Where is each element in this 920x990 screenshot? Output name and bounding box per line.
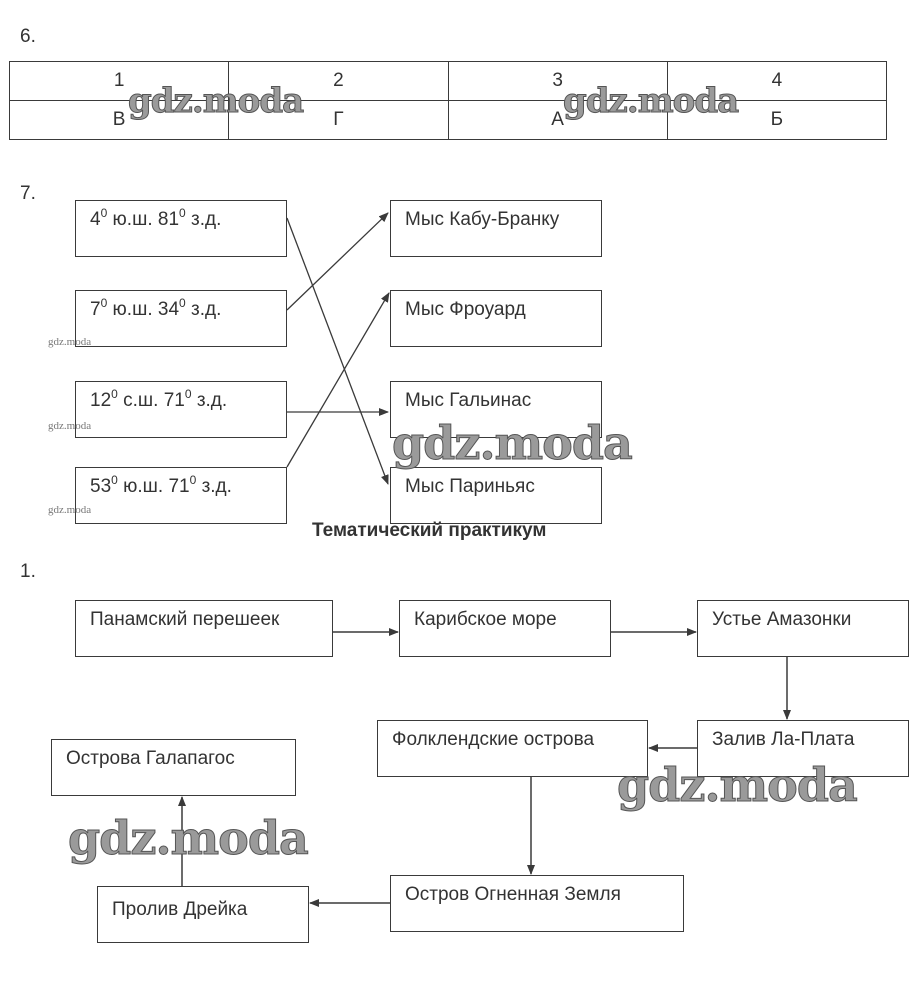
longitude-value: 81: [157, 209, 180, 230]
latitude-value: 12: [90, 390, 112, 411]
table-cell: В: [8, 100, 230, 140]
task1-label: 1.: [20, 561, 36, 582]
cape-box: Мыс Кабу-Бранку: [390, 200, 602, 257]
degree-mark: 0: [111, 387, 118, 401]
table-row: В Г А Б: [8, 100, 888, 140]
longitude-value: 71: [163, 390, 185, 411]
coordinate-box: 40 ю.ш. 810 з.д.: [75, 200, 287, 257]
cape-box: Мыс Гальинас: [390, 381, 602, 438]
latitude-hemisphere: ю.ш.: [112, 299, 153, 320]
route-step-box: Фолклендские острова: [377, 720, 648, 777]
latitude-value: 7: [90, 299, 101, 320]
degree-mark: 0: [179, 296, 186, 310]
task6-label: 6.: [20, 26, 36, 47]
route-step-box: Карибское море: [399, 600, 611, 657]
longitude-hemisphere: з.д.: [191, 299, 222, 320]
table-header-cell: 2: [228, 61, 449, 101]
longitude-value: 34: [157, 299, 180, 320]
task7-label: 7.: [20, 183, 36, 204]
table-header-cell: 1: [8, 61, 230, 101]
cape-box: Мыс Фроуард: [390, 290, 602, 347]
coordinate-box: 530 ю.ш. 710 з.д.: [75, 467, 287, 524]
latitude-hemisphere: ю.ш.: [112, 209, 153, 230]
watermark-small: gdz.moda: [48, 336, 92, 348]
section-title: Тематический практикум: [312, 520, 547, 541]
latitude-hemisphere: ю.ш.: [123, 476, 164, 497]
latitude-value: 4: [90, 209, 101, 230]
route-step-box: Пролив Дрейка: [97, 886, 309, 943]
longitude-hemisphere: з.д.: [201, 476, 232, 497]
table-cell: А: [447, 100, 668, 140]
degree-mark: 0: [111, 473, 118, 487]
degree-mark: 0: [179, 206, 186, 220]
table-cell: Г: [228, 100, 449, 140]
table-header-row: 1 2 3 4: [8, 61, 888, 101]
match-line-4: [286, 292, 390, 468]
coordinate-box: 70 ю.ш. 340 з.д.: [75, 290, 287, 347]
degree-mark: 0: [189, 473, 197, 487]
table-header-cell: 3: [447, 61, 668, 101]
coordinate-box: 120 с.ш. 710 з.д.: [75, 381, 287, 438]
task6-answer-table: 1 2 3 4 В Г А Б: [8, 61, 888, 140]
table-cell: Б: [666, 100, 888, 140]
route-step-box: Остров Огненная Земля: [390, 875, 684, 932]
watermark-small: gdz.moda: [48, 420, 92, 432]
match-line-2: [286, 212, 389, 311]
match-line-1: [286, 217, 389, 485]
route-step-box: Устье Амазонки: [697, 600, 909, 657]
route-step-box: Острова Галапагос: [51, 739, 296, 796]
longitude-hemisphere: з.д.: [191, 209, 222, 230]
degree-mark: 0: [100, 206, 108, 220]
longitude-hemisphere: з.д.: [196, 390, 228, 411]
latitude-hemisphere: с.ш.: [123, 390, 159, 411]
latitude-value: 53: [90, 476, 112, 497]
degree-mark: 0: [184, 387, 192, 401]
route-step-box: Панамский перешеек: [75, 600, 333, 657]
longitude-value: 71: [168, 476, 190, 497]
cape-box: Мыс Париньяс: [390, 467, 602, 524]
watermark-small: gdz.moda: [48, 504, 92, 516]
route-step-box: Залив Ла-Плата: [697, 720, 909, 777]
degree-mark: 0: [100, 296, 108, 310]
